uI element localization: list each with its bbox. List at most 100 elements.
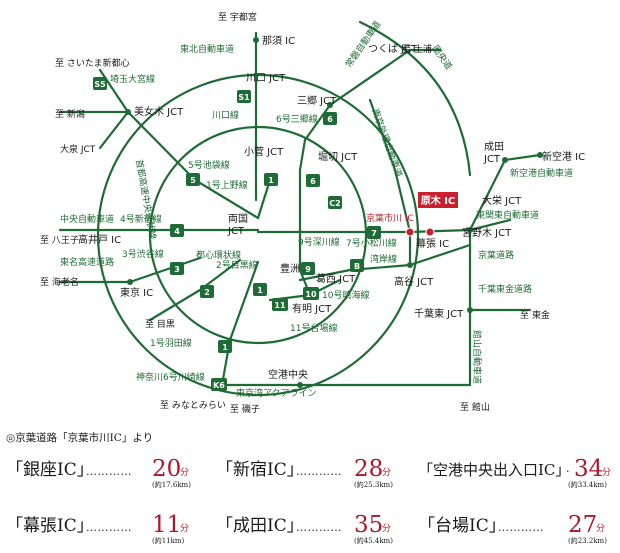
daiba-label: 11号台場線	[290, 322, 337, 334]
dest-isogo: 至 磯子	[230, 403, 260, 415]
dest-label: 「幕張IC」	[6, 516, 94, 536]
aqualine-label: 東京湾アクアライン	[236, 387, 317, 399]
kuko-dot	[297, 382, 303, 388]
shield-6: 6	[327, 115, 333, 124]
keiyo-ichikawa-label: 京葉市川 IC	[366, 212, 414, 224]
shinkuko-label: 新空港自動車道	[510, 167, 573, 179]
expressway-map: S5 S1 6 5 1 6 C2 4 7 3 9 B 2 1 10 11 1 K…	[40, 11, 585, 415]
time-makuhari: 「幕張IC」 ………… 11 分 (約11km)	[6, 506, 206, 546]
bijogi-dot	[125, 109, 131, 115]
shield-1b: 1	[257, 286, 263, 295]
ikebukuro-label: 5号池袋線	[188, 159, 230, 171]
kawaguchi-label: 川口 JCT	[246, 73, 286, 84]
ueno-road	[256, 178, 272, 220]
keiyo-label: 京葉道路	[478, 249, 514, 261]
shield-11: 11	[274, 301, 286, 310]
minutes-unit: 分	[596, 524, 606, 534]
shield-k6: K6	[213, 381, 225, 390]
misato-road	[298, 103, 332, 172]
tohoku-label: 東北自動車道	[180, 43, 234, 55]
time-shinjuku: 「新宿IC」 ………… 28 分 (約25.3km)	[216, 450, 416, 490]
narita-jct-label: 成田	[484, 141, 504, 153]
kasai-label: 葛西 JCT	[316, 272, 356, 285]
kanagawa6-label: 神奈川6号川崎線	[136, 371, 205, 383]
dest-label: 「台場IC」	[418, 516, 506, 536]
dest-label: 「銀座IC」	[6, 460, 94, 480]
koya-label: 高谷 JCT	[394, 275, 434, 288]
distance-value: (約45.4km)	[354, 537, 393, 545]
shield-10: 10	[305, 290, 317, 299]
shield-2: 2	[204, 288, 210, 297]
shield-s1: S1	[238, 93, 250, 102]
meguro-line-label: 2号目黒線	[216, 259, 258, 271]
tsukuba-label: つくば JCT	[368, 43, 418, 55]
narita-jct2-label: JCT	[483, 154, 501, 165]
shinjuku-label: 4号新宿線	[120, 213, 162, 225]
shibuya-label: 3号渋谷線	[122, 248, 164, 260]
distance-value: (約33.4km)	[568, 481, 607, 489]
misato-line-label: 6号三郷線	[276, 113, 318, 125]
dest-tateyama: 至 館山	[460, 401, 490, 413]
minutes-unit: 分	[382, 468, 392, 478]
shield-5: 5	[190, 176, 196, 185]
gaikan-south-road	[368, 98, 412, 267]
haraki-dot	[425, 227, 435, 237]
haneda-road	[220, 260, 260, 387]
minutes-unit: 分	[602, 468, 612, 478]
misato-dot	[327, 102, 333, 108]
kawaguchi-line-label: 川口線	[212, 109, 239, 121]
haraki-badge	[418, 192, 458, 208]
minutes-value: 34	[574, 456, 604, 482]
keiyo-road	[256, 218, 512, 234]
harumi-label: 10号晴海線	[322, 289, 369, 301]
komatsugawa-label: 7号小松川線	[346, 237, 397, 249]
dest-label: 「空港中央出入口IC」	[418, 461, 571, 479]
saitama-omiya-label: 埼玉大宮線	[110, 73, 155, 85]
gaikan-label: 東京外環自動車道	[369, 107, 405, 179]
shield-b: B	[354, 262, 360, 271]
toshin-label: 都心環状線	[196, 249, 241, 261]
dest-tsuchiura: 至 土浦	[402, 43, 432, 55]
shield-1c: 1	[222, 343, 228, 352]
ryogoku-jct-label: JCT	[227, 226, 245, 237]
dest-minatomirai: 至 みなとみらい	[160, 400, 226, 411]
minutes-value: 20	[152, 456, 182, 482]
omiya-jct-label: 大泉 JCT	[60, 143, 96, 155]
distance-value: (約25.3km)	[354, 481, 393, 489]
gaikan-ring	[96, 73, 420, 397]
distance-value: (約17.6km)	[152, 481, 191, 489]
distance-value: (約11km)	[152, 537, 185, 545]
wangan-road	[298, 243, 472, 282]
fukagawa-road	[298, 230, 312, 297]
ueno-label: 1号上野線	[206, 179, 248, 191]
dest-label: 「成田IC」	[216, 516, 304, 536]
toyosu-label: 豊洲	[280, 262, 300, 275]
minutes-value: 11	[152, 512, 182, 538]
makuhari-label: 幕張 IC	[416, 237, 449, 250]
time-kuko: 「空港中央出入口IC」 · 34 分 (約33.4km)	[418, 450, 618, 490]
dest-tokane: 至 東金	[520, 309, 550, 321]
ken-o-road	[358, 20, 472, 177]
shield-c2: C2	[329, 199, 340, 208]
shield-1: 1	[268, 176, 274, 185]
narita-dot	[502, 157, 508, 163]
higashikanto-label: 東関東自動車道	[476, 209, 539, 221]
wangan-label: 湾岸線	[370, 253, 397, 265]
dest-ebina: 至 海老名	[40, 276, 79, 288]
horikiri-label: 堀切 JCT	[318, 151, 358, 163]
haraki-label: 原木 IC	[421, 194, 456, 207]
shinkuko-ic-label: 新空港 IC	[542, 150, 585, 163]
chuo-kanjo-ring	[148, 125, 368, 345]
ken-o-label: 圏央道	[430, 43, 455, 72]
tomei-label: 東名高速道路	[60, 256, 114, 268]
dest-utsunomiya: 至 宇都宮	[218, 11, 257, 23]
oizumi-road	[98, 110, 130, 150]
minutes-unit: 分	[382, 524, 392, 534]
shield-6b: 6	[310, 177, 316, 186]
time-ginza: 「銀座IC」 ………… 20 分 (約17.6km)	[6, 450, 206, 490]
minutes-unit: 分	[180, 524, 190, 534]
leader-dots: …………	[86, 465, 132, 478]
tateyama-label: 館山自動車道	[471, 330, 483, 384]
chibahigashi-dot	[467, 307, 473, 313]
leader-dots: …………	[296, 521, 342, 534]
